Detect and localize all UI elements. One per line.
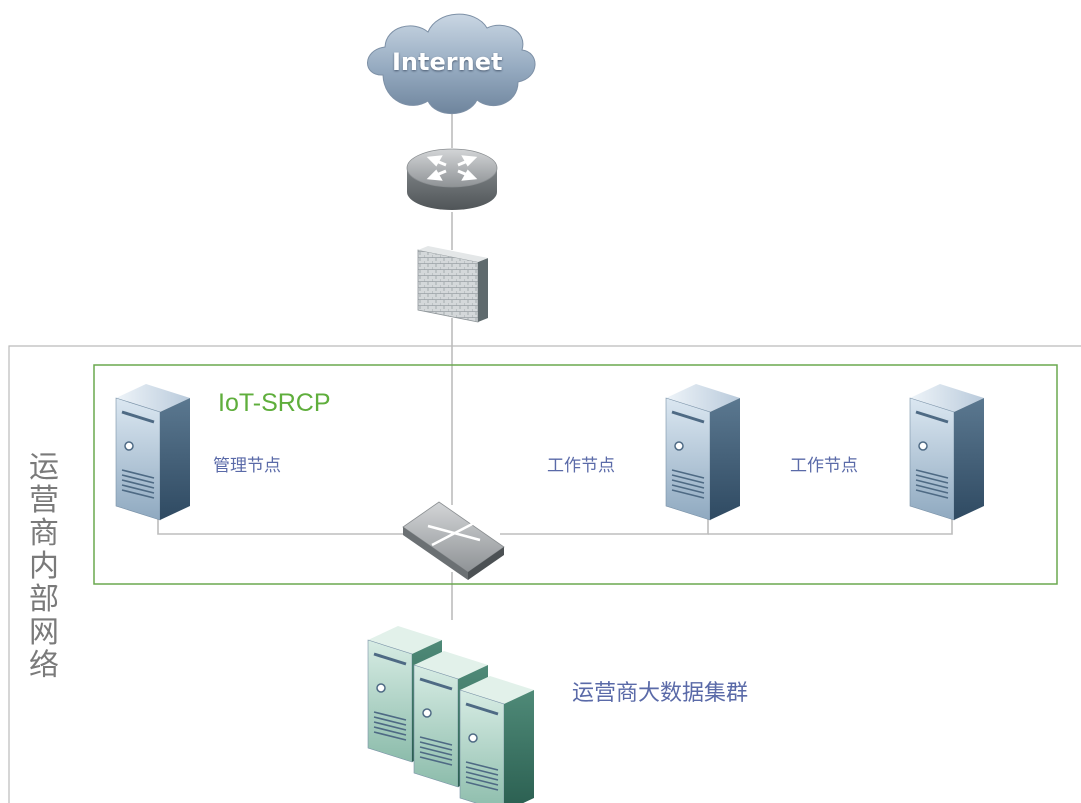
server-group <box>115 384 984 521</box>
router-icon <box>406 148 498 210</box>
server-icon <box>909 384 984 521</box>
network-zone-border <box>8 345 1081 803</box>
link-worker-node-1 <box>500 512 709 535</box>
management-node-label: 管理节点 <box>213 456 281 476</box>
bigdata-cluster-label: 运营商大数据集群 <box>572 681 749 706</box>
switch-icon <box>402 501 505 580</box>
cloud-icon <box>367 13 536 115</box>
internet-label: Internet <box>392 48 503 76</box>
bigdata-server <box>459 676 534 803</box>
worker-node-1-label: 工作节点 <box>547 456 615 476</box>
network-zone-label: 运营商内部网络 <box>29 450 59 683</box>
worker-node-2-label: 工作节点 <box>790 456 858 476</box>
firewall-icon <box>417 246 488 323</box>
server-cluster-icon <box>367 626 534 803</box>
server-icon <box>115 384 190 521</box>
link-worker-node-2 <box>708 512 953 535</box>
link-management-node <box>157 512 405 535</box>
product-title: IoT-SRCP <box>218 389 331 417</box>
server-icon <box>665 384 740 521</box>
cluster-box <box>93 364 1058 585</box>
connection-lines <box>157 112 953 620</box>
